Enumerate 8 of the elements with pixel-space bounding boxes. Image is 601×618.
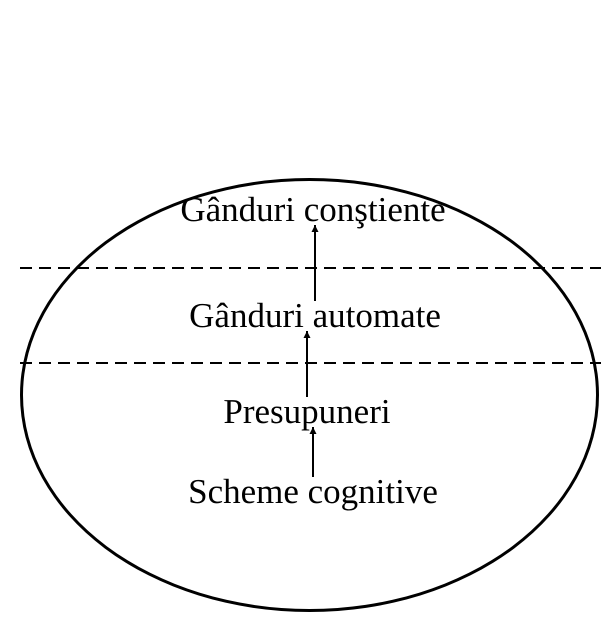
arrow bbox=[304, 331, 310, 397]
level-label: Presupuneri bbox=[223, 393, 391, 431]
arrow bbox=[310, 427, 316, 477]
level-label: Gânduri automate bbox=[189, 297, 441, 335]
level-label: Scheme cognitive bbox=[188, 473, 438, 511]
outer-circle bbox=[20, 178, 599, 612]
arrow bbox=[312, 225, 318, 301]
level-label: Gânduri conştiente bbox=[180, 191, 446, 229]
